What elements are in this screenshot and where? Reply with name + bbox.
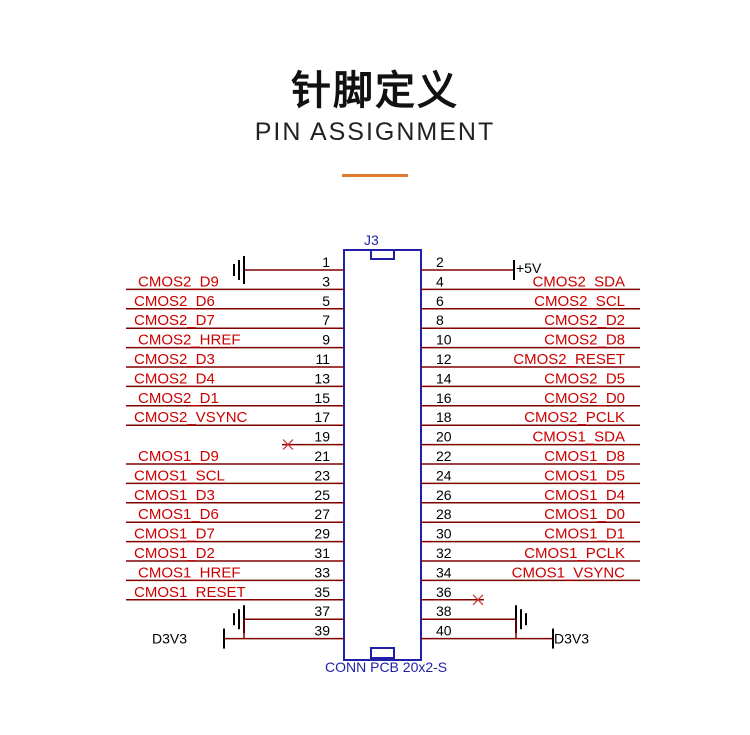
power-label-d3v3-right: D3V3 [554, 631, 589, 647]
pin-number-right: 36 [436, 584, 452, 600]
power-label-d3v3-left: D3V3 [152, 631, 187, 647]
net-label-right: CMOS2_D2 [544, 312, 625, 329]
pin-number-right: 28 [436, 506, 452, 522]
net-label-left: CMOS2_D9 [138, 273, 219, 290]
connector-bottom-notch [370, 647, 395, 659]
net-label-left: CMOS2_D1 [138, 390, 219, 407]
pin-number-left: 37 [314, 603, 330, 619]
pin-number-left: 17 [314, 409, 330, 425]
net-label-left: CMOS1_D6 [138, 506, 219, 523]
net-label-right: CMOS1_PCLK [524, 545, 625, 562]
pin-number-right: 12 [436, 351, 452, 367]
pin-number-right: 32 [436, 545, 452, 561]
net-label-right: CMOS1_D5 [544, 467, 625, 484]
net-label-left: CMOS2_VSYNC [134, 409, 248, 426]
pin-number-right: 16 [436, 390, 452, 406]
pin-number-right: 4 [436, 273, 444, 289]
pin-number-left: 31 [314, 545, 330, 561]
pin-number-left: 39 [314, 623, 330, 639]
net-label-right: CMOS2_RESET [513, 351, 625, 368]
net-label-left: CMOS2_HREF [138, 332, 241, 349]
net-label-left: CMOS1_D2 [134, 545, 215, 562]
net-label-right: CMOS2_D5 [544, 370, 625, 387]
pin-number-left: 5 [322, 293, 330, 309]
net-label-right: CMOS2_SDA [532, 273, 625, 290]
pin-number-right: 38 [436, 603, 452, 619]
pin-number-right: 22 [436, 448, 452, 464]
pin-number-right: 26 [436, 487, 452, 503]
net-label-right: CMOS2_PCLK [524, 409, 625, 426]
net-label-left: CMOS1_D9 [138, 448, 219, 465]
net-label-left: CMOS1_D3 [134, 487, 215, 504]
pin-number-right: 30 [436, 526, 452, 542]
pin-number-right: 20 [436, 429, 452, 445]
pin-number-left: 9 [322, 332, 330, 348]
net-label-right: CMOS1_SDA [532, 429, 625, 446]
pin-number-right: 2 [436, 254, 444, 270]
pin-number-left: 27 [314, 506, 330, 522]
no-connect-mark-right [472, 594, 484, 606]
pin-number-left: 13 [314, 370, 330, 386]
power-label-5v: +5V [516, 260, 542, 276]
pin-number-right: 18 [436, 409, 452, 425]
pin-number-left: 35 [314, 584, 330, 600]
pin-number-left: 23 [314, 467, 330, 483]
pin-number-right: 40 [436, 623, 452, 639]
pin-number-right: 34 [436, 564, 452, 580]
pin-number-right: 14 [436, 370, 452, 386]
net-label-left: CMOS2_D6 [134, 293, 215, 310]
net-label-left: CMOS2_D7 [134, 312, 215, 329]
net-label-right: CMOS1_D8 [544, 448, 625, 465]
pin-number-left: 21 [314, 448, 330, 464]
pin-number-left: 25 [314, 487, 330, 503]
pin-number-left: 7 [322, 312, 330, 328]
connector-top-notch [370, 249, 395, 260]
net-label-left: CMOS2_D4 [134, 370, 215, 387]
pin-number-right: 10 [436, 332, 452, 348]
net-label-left: CMOS1_SCL [134, 467, 225, 484]
pin-number-left: 15 [314, 390, 330, 406]
net-label-right: CMOS1_D4 [544, 487, 625, 504]
page-title-chinese: 针脚定义 [291, 68, 459, 114]
page-title-english: PIN ASSIGNMENT [254, 118, 496, 146]
net-label-left: CMOS1_D7 [134, 526, 215, 543]
net-label-right: CMOS1_D1 [544, 526, 625, 543]
title-divider [342, 174, 408, 177]
net-label-right: CMOS1_D0 [544, 506, 625, 523]
connector-designator: J3 [364, 232, 379, 248]
pin-number-left: 33 [314, 564, 330, 580]
connector-part-name: CONN PCB 20x2-S [325, 659, 447, 675]
pin-number-left: 29 [314, 526, 330, 542]
net-label-right: CMOS2_SCL [534, 293, 625, 310]
pin-number-right: 8 [436, 312, 444, 328]
net-label-left: CMOS1_HREF [138, 564, 241, 581]
pin-number-left: 3 [322, 273, 330, 289]
pin-number-left: 11 [315, 351, 330, 367]
pin-number-left: 19 [314, 429, 330, 445]
net-label-right: CMOS2_D0 [544, 390, 625, 407]
net-label-right: CMOS1_VSYNC [512, 564, 626, 581]
pin-number-left: 1 [322, 254, 330, 270]
net-label-left: CMOS2_D3 [134, 351, 215, 368]
pin-number-right: 6 [436, 293, 444, 309]
net-label-left: CMOS1_RESET [134, 584, 246, 601]
net-label-right: CMOS2_D8 [544, 332, 625, 349]
no-connect-mark-left [282, 439, 294, 451]
pin-number-right: 24 [436, 467, 452, 483]
connector-body [343, 249, 422, 661]
